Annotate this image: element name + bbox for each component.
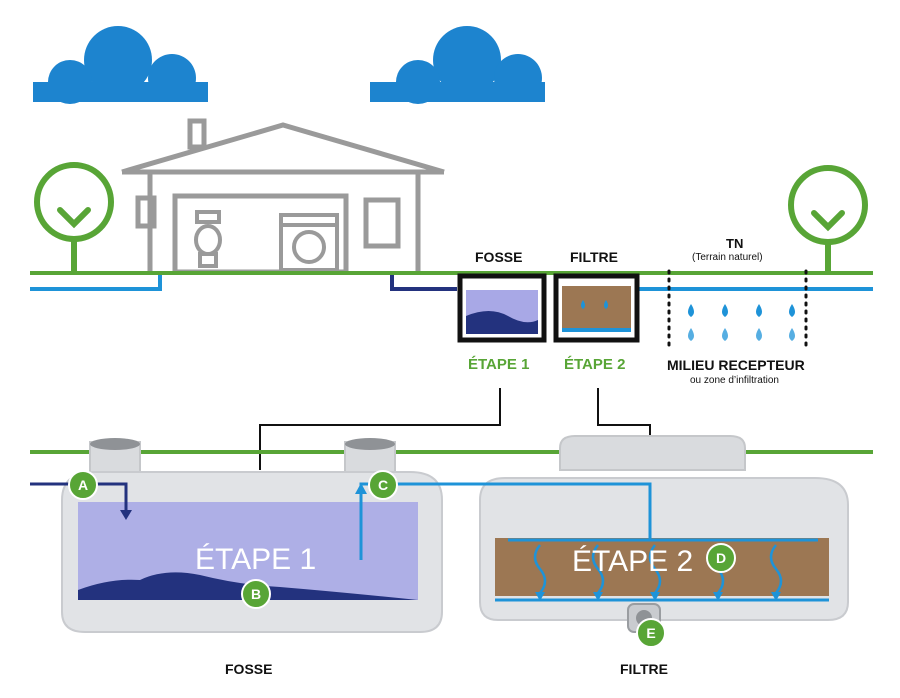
arrow-down-icon xyxy=(533,544,783,594)
etape2-big-label: ÉTAPE 2 xyxy=(572,545,694,578)
filtre-caption: FILTRE xyxy=(620,661,668,677)
toilet-icon xyxy=(194,210,222,268)
etape2-top-label: ÉTAPE 2 xyxy=(564,356,626,373)
filtre-mini-box xyxy=(553,273,640,343)
badge-d: D xyxy=(706,543,736,573)
tree-icon xyxy=(34,162,114,275)
fosse-mini-box xyxy=(457,273,547,343)
filtre-tank xyxy=(479,435,849,633)
cloud-icon xyxy=(370,26,545,104)
water-drop-icon xyxy=(688,304,795,341)
fosse-tank xyxy=(61,438,443,633)
fosse-top-label: FOSSE xyxy=(475,249,523,265)
fosse-caption: FOSSE xyxy=(225,661,273,677)
tree-icon xyxy=(788,165,868,275)
badge-a: A xyxy=(68,470,98,500)
badge-e: E xyxy=(636,618,666,648)
cloud-icon xyxy=(33,26,208,104)
milieu-recepteur-subtitle: ou zone d’infiltration xyxy=(690,375,779,386)
tn-subtitle: (Terrain naturel) xyxy=(692,252,763,263)
tn-label: TN xyxy=(726,236,744,251)
arrow-down-icon xyxy=(120,510,132,520)
milieu-recepteur-label: MILIEU RECEPTEUR xyxy=(667,357,805,373)
badge-b: B xyxy=(241,579,271,609)
etape1-top-label: ÉTAPE 1 xyxy=(468,356,530,373)
filtre-top-label: FILTRE xyxy=(570,249,618,265)
washing-machine-icon xyxy=(279,213,339,272)
badge-c: C xyxy=(368,470,398,500)
etape1-big-label: ÉTAPE 1 xyxy=(195,543,317,576)
house-icon xyxy=(121,118,445,275)
